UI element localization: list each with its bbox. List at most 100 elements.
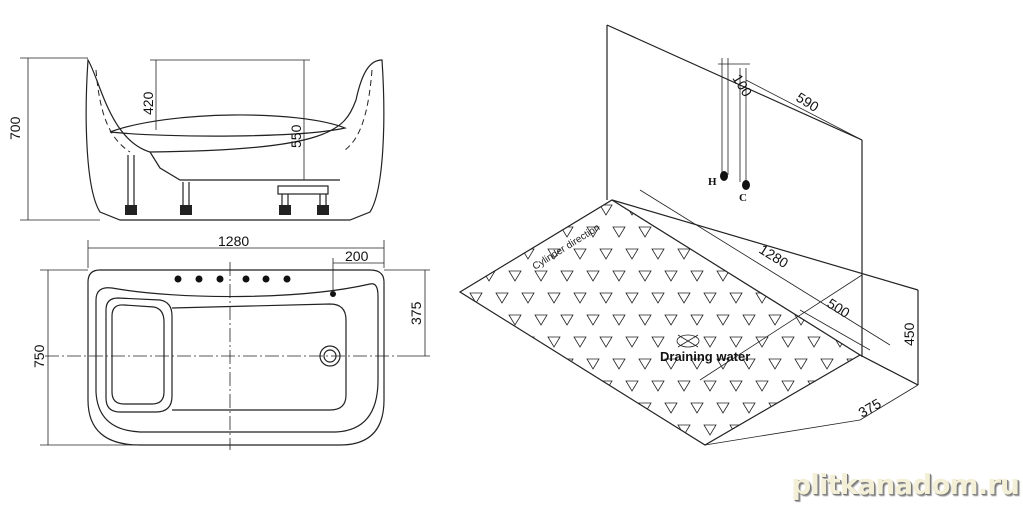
dim-100: 100: [729, 71, 755, 99]
floor-triangle: [820, 358, 834, 370]
floor-triangle: [521, 424, 535, 436]
floor-triangle: [613, 447, 625, 457]
floor-triangle: [703, 204, 717, 216]
floor-triangle: [820, 270, 834, 282]
floor-triangle: [703, 424, 717, 436]
floor-triangle: [781, 424, 795, 436]
floor-pattern: [444, 204, 860, 501]
floor-triangle: [716, 270, 730, 282]
floor-triangle: [560, 314, 574, 326]
floor-triangle: [547, 292, 561, 304]
floor-triangle: [651, 292, 665, 304]
floor-triangle: [665, 447, 677, 457]
floor-triangle: [664, 358, 678, 370]
dim-500: 500: [824, 295, 852, 321]
floor-triangle: [768, 314, 782, 326]
dim-1280: 1280: [218, 233, 249, 249]
floor-triangle: [703, 380, 717, 392]
floor-triangle: [521, 292, 535, 304]
floor-triangle: [496, 469, 508, 479]
floor-triangle: [651, 336, 665, 348]
floor-triangle: [470, 469, 482, 479]
floor-triangle: [742, 226, 756, 238]
floor-triangle: [469, 248, 483, 260]
floor-triangle: [717, 447, 729, 457]
floor-triangle: [625, 292, 639, 304]
install-view: H C Draining water Cylinder direction 10…: [444, 24, 919, 501]
dim-1280: 1280: [756, 241, 791, 271]
floor-triangle: [508, 358, 522, 370]
floor-triangle: [638, 226, 652, 238]
floor-triangle: [703, 248, 717, 260]
floor-triangle: [495, 292, 509, 304]
floor-triangle: [547, 424, 561, 436]
floor-triangle: [521, 336, 535, 348]
watermark: plitkanadom.ru: [791, 468, 1020, 501]
dim-420: 420: [140, 91, 156, 115]
floor-triangle: [560, 358, 574, 370]
floor-triangle: [521, 380, 535, 392]
floor-triangle: [716, 314, 730, 326]
floor-triangle: [482, 314, 496, 326]
dim-375: 375: [856, 395, 884, 421]
floor-triangle: [677, 424, 691, 436]
floor-triangle: [547, 248, 561, 260]
floor-triangle: [599, 336, 613, 348]
floor-triangle: [638, 358, 652, 370]
floor-triangle: [599, 424, 613, 436]
floor-triangle: [846, 358, 860, 370]
floor-triangle: [665, 491, 677, 501]
floor-triangle: [820, 402, 834, 414]
floor-triangle: [535, 491, 547, 501]
floor-triangle: [573, 292, 587, 304]
floor-triangle: [521, 204, 535, 216]
floor-triangle: [599, 204, 613, 216]
direction-label: Cylinder direction: [531, 222, 602, 272]
floor-triangle: [833, 204, 847, 216]
floor-triangle: [794, 270, 808, 282]
floor-triangle: [599, 248, 613, 260]
floor-triangle: [600, 469, 612, 479]
floor-triangle: [794, 226, 808, 238]
floor-triangle: [469, 204, 483, 216]
hot-pipe-label: H: [708, 176, 717, 188]
floor-triangle: [534, 358, 548, 370]
floor-triangle: [547, 336, 561, 348]
floor-triangle: [509, 447, 521, 457]
floor-triangle: [469, 336, 483, 348]
floor-triangle: [638, 270, 652, 282]
floor-triangle: [560, 402, 574, 414]
floor-triangle: [652, 469, 664, 479]
floor-triangle: [469, 424, 483, 436]
floor-triangle: [677, 380, 691, 392]
floor-triangle: [560, 270, 574, 282]
dim-375: 375: [408, 301, 424, 325]
floor-triangle: [508, 402, 522, 414]
floor-triangle: [469, 292, 483, 304]
floor-triangle: [768, 358, 782, 370]
floor-triangle: [444, 337, 456, 347]
floor-triangle: [690, 226, 704, 238]
floor-triangle: [587, 491, 599, 501]
floor-triangle: [444, 425, 456, 435]
floor-triangle: [535, 447, 547, 457]
floor-triangle: [794, 358, 808, 370]
floor-triangle: [573, 424, 587, 436]
floor-triangle: [781, 380, 795, 392]
floor-triangle: [651, 424, 665, 436]
floor-triangle: [508, 226, 522, 238]
floor-triangle: [586, 358, 600, 370]
dim-750: 750: [31, 344, 47, 368]
floor-triangle: [690, 358, 704, 370]
floor-triangle: [612, 358, 626, 370]
floor-triangle: [756, 469, 768, 479]
floor-triangle: [444, 469, 456, 479]
floor-triangle: [457, 491, 469, 501]
floor-triangle: [716, 402, 730, 414]
floor-triangle: [730, 469, 742, 479]
floor-triangle: [482, 402, 496, 414]
cold-pipe-label: C: [739, 192, 747, 204]
floor-triangle: [586, 402, 600, 414]
floor-triangle: [625, 336, 639, 348]
floor-triangle: [560, 226, 574, 238]
